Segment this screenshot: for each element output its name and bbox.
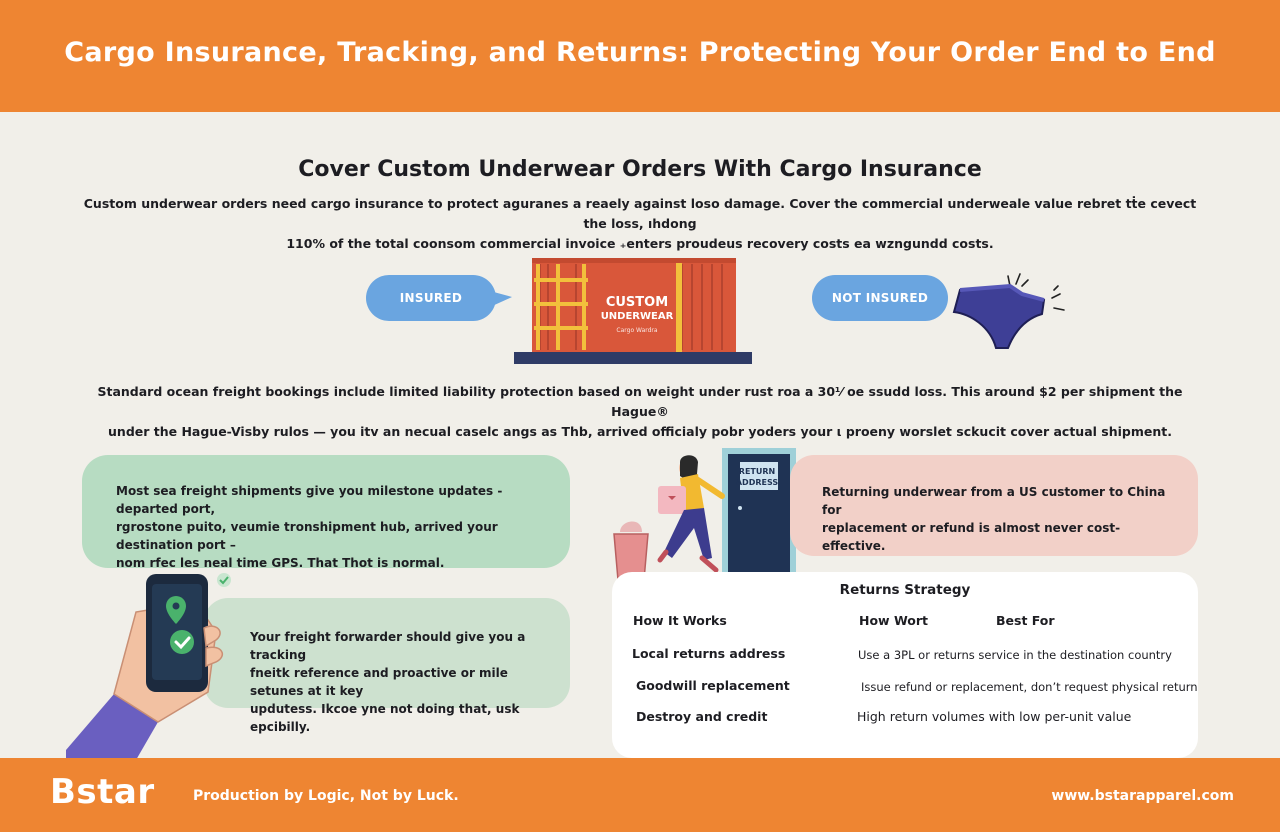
insurance-intro-line-2: 110% of the total coonsom commercial inv… bbox=[286, 236, 994, 251]
tracking-info-card: Most sea freight shipments give you mile… bbox=[82, 455, 570, 570]
returns-line-1: Returning underwear from a US customer t… bbox=[822, 485, 1166, 517]
forwarder-info-card: Your freight forwarder should give you a… bbox=[204, 598, 570, 734]
website-link[interactable]: www.bstarapparel.com bbox=[1051, 788, 1234, 804]
door-sign-line-1: RETURN bbox=[738, 467, 776, 476]
phone-tracking-illustration bbox=[66, 573, 231, 760]
insurance-intro-line-1: Custom underwear orders need cargo insur… bbox=[83, 196, 1197, 231]
row-name-destroy: Destroy and credit bbox=[636, 709, 768, 724]
brand-tagline: Production by Logic, Not by Luck. bbox=[193, 788, 459, 804]
row-detail-destroy: High return volumes with low per-unit va… bbox=[857, 709, 1132, 724]
liability-line-1: Standard ocean freight bookings include … bbox=[97, 384, 1183, 419]
damaged-underwear-icon bbox=[952, 273, 1065, 349]
insurance-section-title: Cover Custom Underwear Orders With Cargo… bbox=[298, 157, 982, 182]
returns-info-card: Returning underwear from a US customer t… bbox=[790, 455, 1198, 556]
column-header-how-it-works: How It Works bbox=[633, 613, 727, 628]
not-insured-speech-bubble: NOT INSURED bbox=[812, 275, 948, 321]
shipping-container-illustration bbox=[514, 258, 752, 364]
row-name-goodwill: Goodwill replacement bbox=[636, 678, 790, 693]
door-sign: RETURN ADDRESS bbox=[734, 466, 780, 488]
insured-speech-bubble: INSURED bbox=[366, 275, 512, 321]
returns-strategy-table: Returns Strategy How It Works How Wort B… bbox=[612, 572, 1198, 758]
row-name-local-returns: Local returns address bbox=[632, 646, 786, 661]
forwarder-line-3: updutess. Ikcoe yne not doing that, usk … bbox=[250, 702, 520, 734]
forwarder-line-2: fneitk reference and proactive or mile s… bbox=[250, 666, 508, 698]
row-detail-goodwill: Issue refund or replacement, don’t reque… bbox=[861, 680, 1198, 694]
column-header-best-for: Best For bbox=[996, 613, 1055, 628]
footer-banner: Bstar Production by Logic, Not by Luck. … bbox=[0, 758, 1280, 832]
liability-line-2: under the Hague-Visby rulos — you itv an… bbox=[108, 424, 1172, 439]
header-banner: Cargo Insurance, Tracking, and Returns: … bbox=[0, 0, 1280, 112]
page-title: Cargo Insurance, Tracking, and Returns: … bbox=[64, 36, 1216, 68]
row-detail-local-returns: Use a 3PL or returns service in the dest… bbox=[858, 648, 1172, 662]
container-label-line-1: CUSTOM bbox=[605, 295, 669, 310]
brand-logo: Bstar bbox=[50, 772, 155, 812]
returns-strategy-title: Returns Strategy bbox=[839, 582, 971, 598]
returns-line-2: replacement or refund is almost never co… bbox=[822, 521, 1121, 553]
container-label: CUSTOM UNDERWEAR Cargo Wardra bbox=[596, 296, 678, 338]
tracking-line-2: rgrostone puito, veumie tronshipment hub… bbox=[116, 520, 498, 552]
door-sign-line-2: ADDRESS bbox=[735, 478, 779, 487]
column-header-how-wort: How Wort bbox=[859, 613, 929, 628]
insurance-intro: Custom underwear orders need cargo insur… bbox=[80, 194, 1200, 254]
container-label-line-2: UNDERWEAR bbox=[600, 311, 674, 322]
tracking-line-1: Most sea freight shipments give you mile… bbox=[116, 484, 503, 516]
returning-woman-illustration bbox=[613, 448, 796, 581]
container-label-line-3: Cargo Wardra bbox=[616, 327, 658, 334]
liability-note: Standard ocean freight bookings include … bbox=[80, 382, 1200, 442]
tracking-line-3: nom rfec les neal time GPS. That Thot is… bbox=[116, 556, 445, 570]
forwarder-line-1: Your freight forwarder should give you a… bbox=[250, 630, 526, 662]
